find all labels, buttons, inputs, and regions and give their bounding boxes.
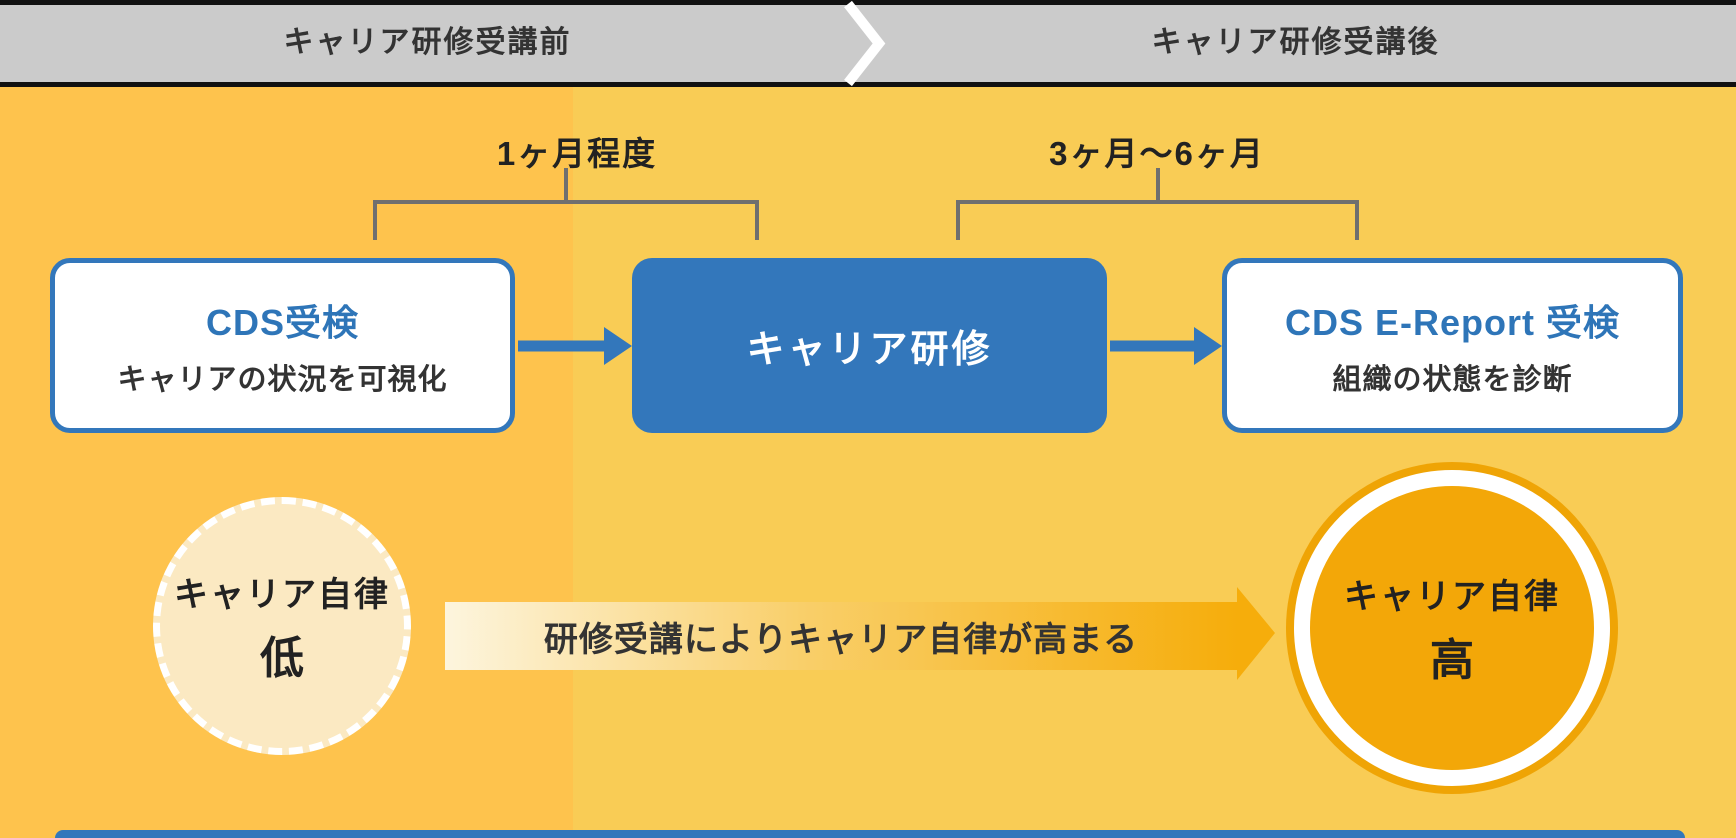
cds-test-subtitle: キャリアの状況を可視化	[117, 363, 448, 396]
career-training-title: キャリア研修	[746, 329, 993, 371]
career-autonomy-high-circle: キャリア自律 高	[1294, 470, 1610, 786]
high-circle-label: キャリア自律	[1344, 577, 1560, 616]
low-circle-level: 低	[260, 633, 304, 683]
career-autonomy-low-circle: キャリア自律 低	[153, 497, 411, 755]
improvement-arrow-head-icon	[1237, 587, 1275, 680]
cds-ereport-title: CDS E-Report 受検	[1284, 301, 1620, 343]
low-circle-label: キャリア自律	[174, 575, 390, 614]
cds-ereport-subtitle: 組織の状態を診断	[1332, 363, 1573, 396]
high-circle-level: 高	[1430, 635, 1474, 685]
duration-label-one-month: 1ヶ月程度	[496, 135, 658, 172]
phase-after-label: キャリア研修受講後	[1151, 25, 1440, 59]
phase-before-label: キャリア研修受講前	[283, 25, 572, 59]
phase-header-gray-strip	[0, 5, 1736, 82]
career-training-box: キャリア研修	[632, 258, 1107, 433]
cds-ereport-box: CDS E-Report 受検 組織の状態を診断	[1222, 258, 1683, 433]
improvement-arrow-label: 研修受講によりキャリア自律が高まる	[543, 620, 1139, 659]
phase-divider-chevron-icon	[844, 0, 886, 87]
duration-label-three-to-six-months: 3ヶ月〜6ヶ月	[1049, 135, 1265, 172]
cds-test-box: CDS受検 キャリアの状況を可視化	[50, 258, 515, 433]
improvement-arrow-band: 研修受講によりキャリア自律が高まる	[445, 602, 1237, 670]
cds-test-title: CDS受検	[205, 301, 359, 343]
phase-header-band: キャリア研修受講前 キャリア研修受講後	[0, 0, 1736, 87]
next-section-top-edge	[55, 830, 1685, 838]
